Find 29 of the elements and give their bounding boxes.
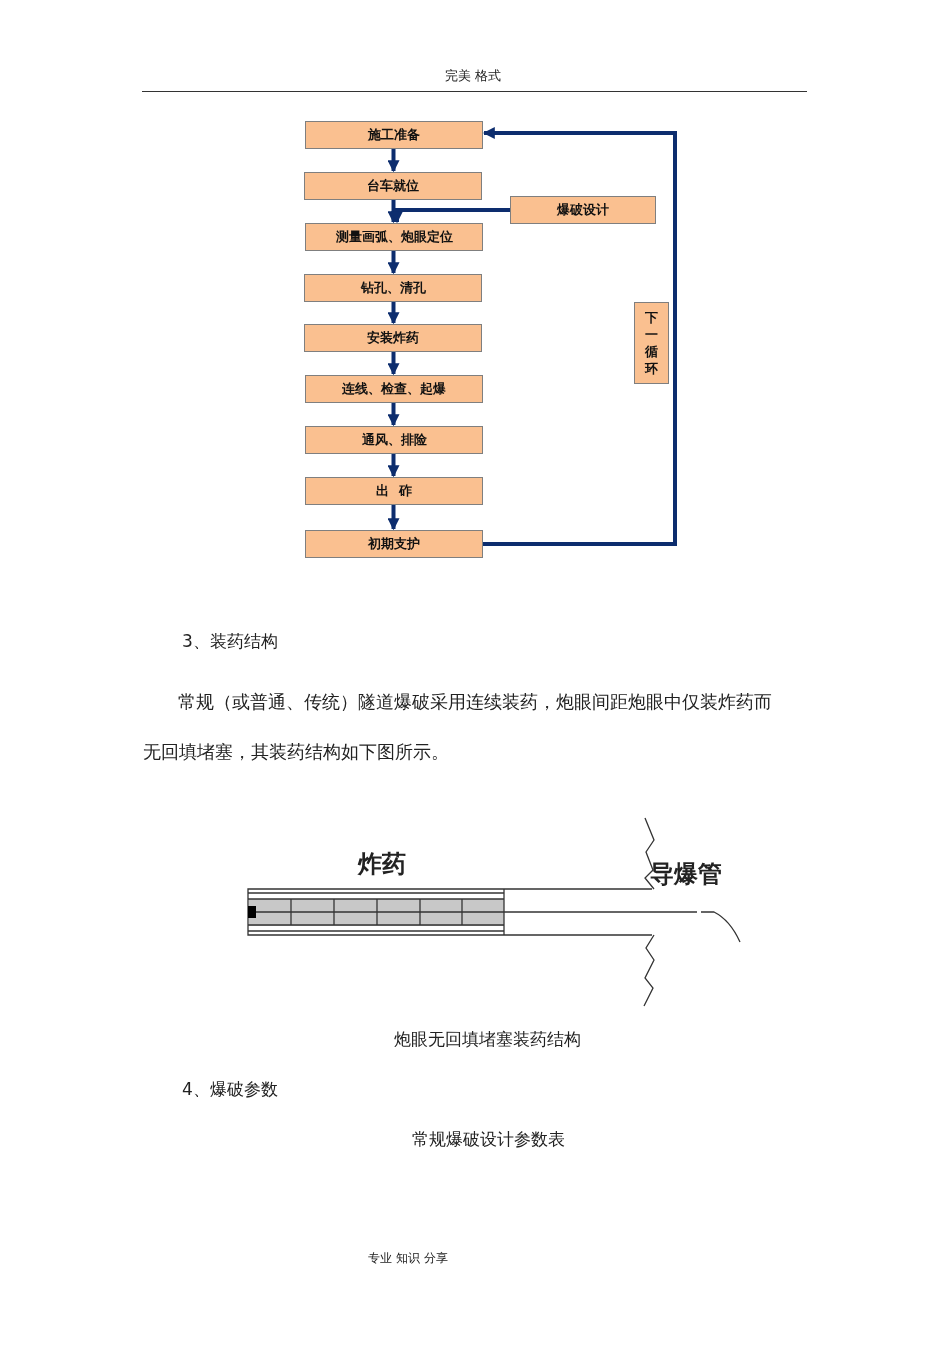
arrow	[387, 251, 400, 275]
section-heading: 4、爆破参数	[182, 1078, 278, 1101]
drawing-label: 炸药	[358, 848, 406, 880]
arrow	[387, 302, 400, 325]
arrow	[387, 403, 400, 427]
page-footer: 专业 知识 分享	[368, 1250, 448, 1267]
arrow	[391, 208, 510, 224]
arrow	[482, 127, 677, 546]
arrow	[387, 352, 400, 376]
process-box: 出 砟	[305, 477, 483, 505]
arrow	[387, 454, 400, 478]
process-box: 台车就位	[304, 172, 482, 200]
paragraph: 常规（或普通、传统）隧道爆破采用连续装药，炮眼间距炮眼中仅装炸药而无回填堵塞，其装药结构如下图所示。	[143, 691, 773, 764]
drawing-label: 导爆管	[650, 858, 722, 890]
arrow	[387, 149, 400, 173]
process-box: 连线、检查、起爆	[305, 375, 483, 403]
section-heading: 3、装药结构	[182, 630, 278, 653]
table-title: 常规爆破设计参数表	[411, 1128, 565, 1151]
arrow	[387, 505, 400, 531]
process-box: 初期支护	[305, 530, 483, 558]
page-header: 完美 格式	[444, 67, 502, 85]
process-box: 爆破设计	[510, 196, 656, 224]
process-box: 施工准备	[305, 121, 483, 149]
process-box: 下一循环	[634, 302, 669, 384]
process-box: 安装炸药	[304, 324, 482, 352]
process-box: 测量画弧、炮眼定位	[305, 223, 483, 251]
process-box: 钻孔、清孔	[304, 274, 482, 302]
process-box: 通风、排险	[305, 426, 483, 454]
figure-caption: 炮眼无回填堵塞装药结构	[393, 1028, 581, 1051]
